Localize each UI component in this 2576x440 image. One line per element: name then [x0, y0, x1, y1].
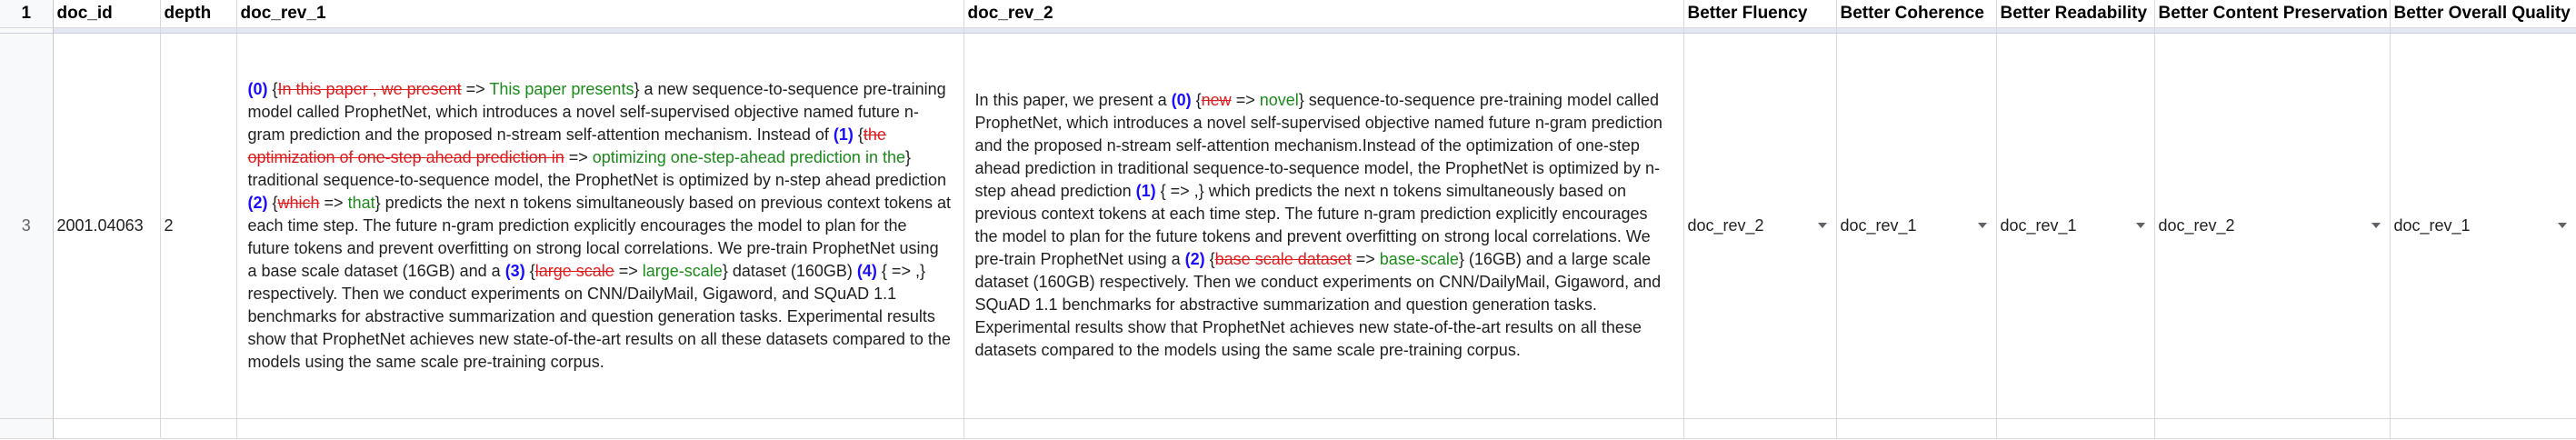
doc-rev-1-text: (0) {In this paper , we present => This …	[241, 78, 960, 374]
edit-arrow: =>	[564, 147, 593, 166]
edit-brace: {	[267, 193, 278, 212]
header-row: 1 doc_id depth doc_rev_1 doc_rev_2 Bette…	[0, 0, 2576, 28]
header-doc-rev-1[interactable]: doc_rev_1	[236, 0, 964, 28]
edit-marker: (2)	[1184, 250, 1205, 268]
inserted-text: novel	[1259, 91, 1299, 109]
dropdown-better-content-preservation[interactable]: doc_rev_2	[2154, 33, 2391, 419]
chevron-down-icon[interactable]	[2371, 223, 2381, 228]
chevron-down-icon[interactable]	[2557, 223, 2567, 228]
edit-marker: (1)	[1135, 182, 1156, 200]
header-depth[interactable]: depth	[160, 0, 237, 28]
edit-marker: (0)	[247, 79, 268, 98]
edit-arrow: =>	[461, 79, 490, 98]
chevron-down-icon[interactable]	[2135, 223, 2145, 228]
edit-arrow: =>	[614, 261, 643, 280]
dropdown-value: doc_rev_2	[1687, 215, 1764, 235]
dropdown-value: doc_rev_1	[2393, 215, 2471, 235]
edit-brace: { => ,}	[1155, 182, 1204, 200]
deleted-text: the optimization of one-step ahead predi…	[247, 125, 886, 166]
table-row: 3 2001.04063 2 (0) {In this paper , we p…	[0, 33, 2576, 419]
body-text: sequence-to-sequence pre-training model …	[974, 91, 1662, 200]
header-better-readability[interactable]: Better Readability	[1996, 0, 2155, 28]
body-text: In this paper, we present a	[974, 91, 1172, 109]
header-better-fluency[interactable]: Better Fluency	[1683, 0, 1837, 28]
edit-brace: {	[1191, 91, 1202, 109]
doc-rev-2-text: In this paper, we present a (0) {new => …	[968, 89, 1680, 362]
inserted-text: This paper presents	[489, 79, 634, 98]
edit-brace: }	[1298, 91, 1304, 109]
edit-marker: (1)	[833, 125, 854, 144]
edit-brace: }	[374, 193, 381, 212]
row-number-1[interactable]: 1	[0, 0, 54, 28]
edit-brace: }	[1458, 250, 1464, 268]
body-text: respectively. Then we conduct experiment…	[247, 284, 951, 371]
body-text: (16GB) and a large scale dataset (160GB)…	[974, 250, 1662, 359]
edit-marker: (2)	[247, 193, 268, 212]
inserted-text: base-scale	[1379, 250, 1459, 268]
body-text: which predicts the next n tokens simulta…	[974, 182, 1651, 268]
edit-brace: {	[853, 125, 864, 144]
dropdown-better-overall-quality[interactable]: doc_rev_1	[2390, 33, 2576, 419]
cell-doc-id[interactable]: 2001.04063	[53, 33, 161, 419]
dropdown-better-readability[interactable]: doc_rev_1	[1996, 33, 2155, 419]
body-text: a new sequence-to-sequence pre-training …	[247, 79, 946, 144]
row-number-hidden	[0, 27, 54, 34]
dropdown-value: doc_rev_1	[1840, 215, 1917, 235]
edit-brace: { => ,}	[876, 261, 925, 280]
deleted-text: base scale dataset	[1214, 250, 1352, 268]
dropdown-better-coherence[interactable]: doc_rev_1	[1836, 33, 1997, 419]
deleted-text: large scale	[534, 261, 614, 280]
chevron-down-icon[interactable]	[1817, 223, 1827, 228]
chevron-down-icon[interactable]	[1977, 223, 1987, 228]
edit-marker: (0)	[1171, 91, 1192, 109]
deleted-text: new	[1201, 91, 1232, 109]
edit-marker: (4)	[856, 261, 877, 280]
edit-brace: }	[722, 261, 728, 280]
body-text: traditional sequence-to-sequence model, …	[247, 170, 946, 189]
edit-arrow: =>	[1231, 91, 1260, 109]
edit-brace: {	[524, 261, 535, 280]
edit-brace: }	[634, 79, 640, 98]
edit-brace: {	[1204, 250, 1215, 268]
dropdown-value: doc_rev_2	[2158, 215, 2235, 235]
header-doc-id[interactable]: doc_id	[53, 0, 161, 28]
inserted-text: that	[347, 193, 375, 212]
edit-marker: (3)	[504, 261, 525, 280]
body-text: dataset (160GB)	[727, 261, 857, 280]
edit-arrow: =>	[319, 193, 348, 212]
hidden-row-band	[0, 27, 2576, 34]
deleted-text: which	[277, 193, 320, 212]
inserted-text: optimizing one-step-ahead prediction in …	[592, 147, 905, 166]
cell-depth[interactable]: 2	[160, 33, 237, 419]
row-number-empty	[0, 418, 54, 439]
body-text: predicts the next n tokens simultaneousl…	[247, 193, 952, 280]
edit-brace: }	[904, 147, 911, 166]
edit-arrow: =>	[1351, 250, 1380, 268]
header-better-coherence[interactable]: Better Coherence	[1836, 0, 1997, 28]
row-number-3[interactable]: 3	[0, 33, 54, 419]
inserted-text: large-scale	[642, 261, 723, 280]
cell-doc-rev-2[interactable]: In this paper, we present a (0) {new => …	[964, 33, 1684, 419]
header-better-overall-quality[interactable]: Better Overall Quality	[2390, 0, 2576, 28]
dropdown-better-fluency[interactable]: doc_rev_2	[1683, 33, 1837, 419]
header-better-content-preservation[interactable]: Better Content Preservation	[2154, 0, 2391, 28]
dropdown-value: doc_rev_1	[2000, 215, 2077, 235]
edit-brace: {	[272, 79, 278, 98]
cell-doc-rev-1[interactable]: (0) {In this paper , we present => This …	[236, 33, 964, 419]
deleted-text: In this paper , we present	[277, 79, 462, 98]
empty-row	[0, 418, 2576, 439]
header-doc-rev-2[interactable]: doc_rev_2	[964, 0, 1684, 28]
